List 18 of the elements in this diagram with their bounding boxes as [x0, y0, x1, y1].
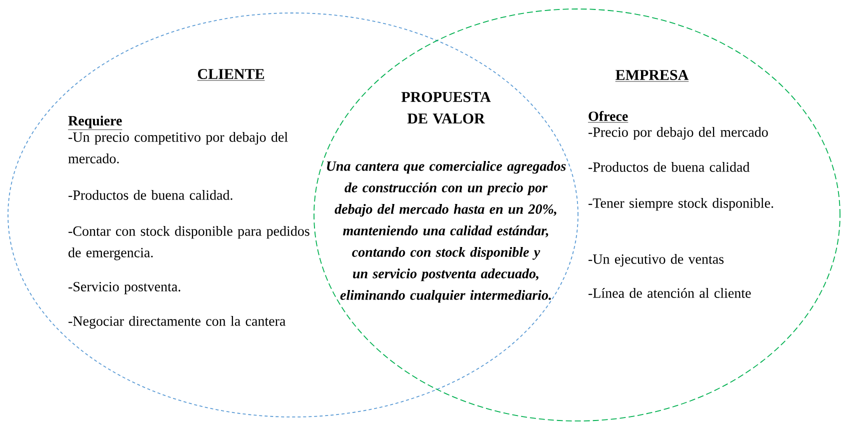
- list-item: -Negociar directamente con la cantera: [68, 316, 286, 329]
- venn-ellipse: [8, 12, 578, 418]
- venn-ellipse: [314, 8, 840, 422]
- heading: CLIENTE: [197, 68, 265, 81]
- list-item: -Un ejecutivo de ventas: [588, 254, 724, 267]
- list-item: -Precio por debajo del mercado: [588, 126, 768, 140]
- heading: PROPUESTA DE VALOR: [401, 92, 491, 124]
- list-item: -Contar con stock disponible para pedidos de emergencia.: [68, 226, 310, 260]
- heading: EMPRESA: [615, 70, 689, 82]
- list-item: -Productos de buena calidad: [588, 162, 750, 172]
- list-item: -Tener siempre stock disponible.: [588, 198, 774, 211]
- subheading: Ofrece: [588, 110, 628, 123]
- subheading: Requiere: [68, 116, 122, 130]
- list-item: -Un precio competitivo por debajo del mercado.: [68, 132, 288, 164]
- list-item: -Servicio postventa.: [68, 282, 180, 294]
- list-item: -Línea de atención al cliente: [588, 288, 751, 298]
- list-item: -Productos de buena calidad.: [68, 190, 232, 200]
- paragraph: Una cantera que comercialice agregados de construcción con un precio por debajo del mercado hasta en un 20%, manteniendo una calidad estándar, contando con stock disponible y un servicio postventa adecuado, eliminando cualquier intermediario.: [327, 160, 566, 303]
